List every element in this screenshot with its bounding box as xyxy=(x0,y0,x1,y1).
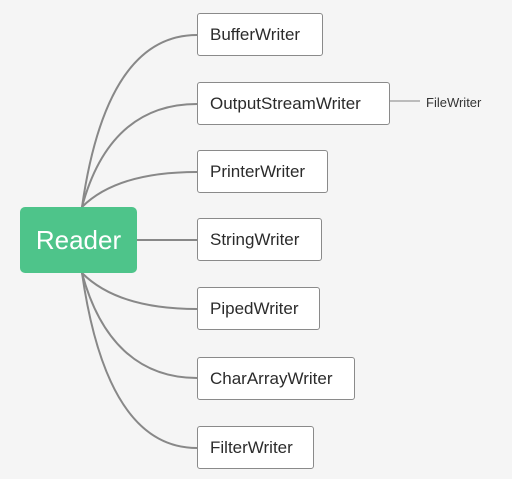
node-label: StringWriter xyxy=(210,229,300,249)
node-label: CharArrayWriter xyxy=(210,368,333,388)
node-label: FilterWriter xyxy=(210,437,293,457)
root-node-reader[interactable]: Reader xyxy=(20,207,137,273)
node-label: PrinterWriter xyxy=(210,161,306,181)
connector-filterwriter xyxy=(81,272,198,449)
node-bufferwriter[interactable]: BufferWriter xyxy=(197,13,323,56)
connector-bufferwriter xyxy=(81,34,198,208)
connector-pipedwriter xyxy=(81,272,198,310)
node-pipedwriter[interactable]: PipedWriter xyxy=(197,287,320,330)
node-label: BufferWriter xyxy=(210,24,301,44)
connector-printerwriter xyxy=(81,171,198,208)
node-outputstreamwriter[interactable]: OutputStreamWriter xyxy=(197,82,390,125)
node-label: PipedWriter xyxy=(210,298,299,318)
node-stringwriter[interactable]: StringWriter xyxy=(197,218,322,261)
node-filterwriter[interactable]: FilterWriter xyxy=(197,426,314,469)
connector-chararraywriter xyxy=(81,272,198,379)
subnode-filewriter[interactable]: FileWriter xyxy=(426,95,481,110)
node-label: OutputStreamWriter xyxy=(210,93,361,113)
root-node-label: Reader xyxy=(35,224,122,255)
connector-outputstreamwriter xyxy=(81,103,198,208)
node-chararraywriter[interactable]: CharArrayWriter xyxy=(197,357,355,400)
subnode-label: FileWriter xyxy=(426,95,482,110)
node-printerwriter[interactable]: PrinterWriter xyxy=(197,150,328,193)
